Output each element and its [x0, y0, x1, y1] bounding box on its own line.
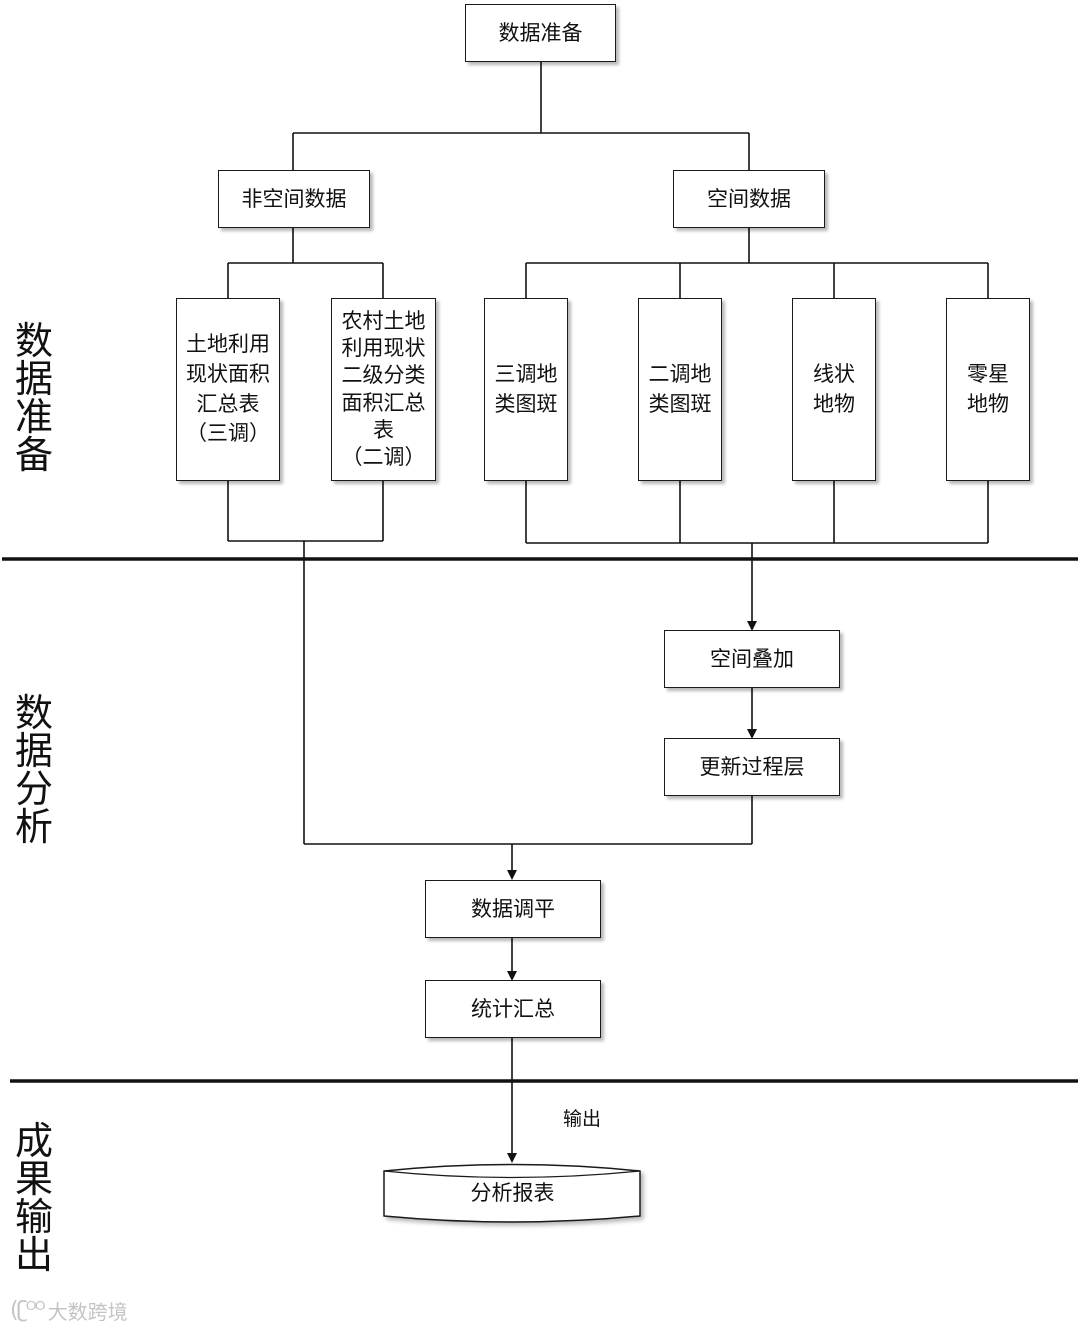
node-table-survey3[interactable]: 土地利用 现状面积 汇总表 （三调）: [176, 298, 280, 481]
node-table-survey2-label: 农村土地 利用现状 二级分类 面积汇总 表 （二调）: [341, 308, 426, 470]
node-statistics-summary[interactable]: 统计汇总: [425, 980, 601, 1038]
node-non-spatial-data-label: 非空间数据: [241, 186, 347, 211]
node-table-survey2[interactable]: 农村土地 利用现状 二级分类 面积汇总 表 （二调）: [331, 298, 436, 481]
node-patch-survey3-label: 三调地 类图斑: [494, 361, 558, 416]
node-patch-survey3[interactable]: 三调地 类图斑: [484, 298, 568, 481]
node-spatial-data[interactable]: 空间数据: [673, 170, 825, 228]
node-data-prep[interactable]: 数据准备: [465, 4, 616, 62]
node-linear-features-label: 线状 地物: [813, 361, 855, 416]
node-spatial-overlay-label: 空间叠加: [710, 646, 794, 671]
node-patch-survey2-label: 二调地 类图斑: [648, 361, 712, 416]
edge-label-output: 输出: [563, 1108, 602, 1130]
node-statistics-summary-label: 统计汇总: [471, 996, 555, 1021]
section-label-data-analysis: 数 据 分 析: [14, 691, 53, 849]
node-data-adjust-label: 数据调平: [471, 896, 555, 921]
node-update-layer-label: 更新过程层: [699, 754, 805, 779]
node-table-survey3-label: 土地利用 现状面积 汇总表 （三调）: [186, 331, 270, 446]
node-non-spatial-data[interactable]: 非空间数据: [218, 170, 370, 228]
node-update-layer[interactable]: 更新过程层: [664, 738, 840, 796]
report-cylinder-shape: [383, 1163, 641, 1223]
node-analysis-report[interactable]: 分析报表: [383, 1163, 642, 1221]
watermark: (ʗᴼᴼ 大数跨境: [10, 1296, 128, 1325]
node-data-prep-label: 数据准备: [498, 20, 583, 45]
node-spatial-overlay[interactable]: 空间叠加: [664, 630, 840, 688]
node-scattered-features-label: 零星 地物: [967, 361, 1009, 416]
node-scattered-features[interactable]: 零星 地物: [946, 298, 1030, 481]
watermark-logo-icon: (ʗᴼᴼ: [10, 1298, 46, 1323]
node-analysis-report-label: 分析报表: [470, 1181, 555, 1205]
node-patch-survey2[interactable]: 二调地 类图斑: [638, 298, 722, 481]
node-data-adjust[interactable]: 数据调平: [425, 880, 601, 938]
node-linear-features[interactable]: 线状 地物: [792, 298, 876, 481]
watermark-text: 大数跨境: [47, 1300, 128, 1324]
section-label-output: 成 果 输 出: [14, 1119, 53, 1277]
node-spatial-data-label: 空间数据: [707, 186, 791, 211]
section-label-data-prep: 数 据 准 备: [14, 319, 53, 477]
